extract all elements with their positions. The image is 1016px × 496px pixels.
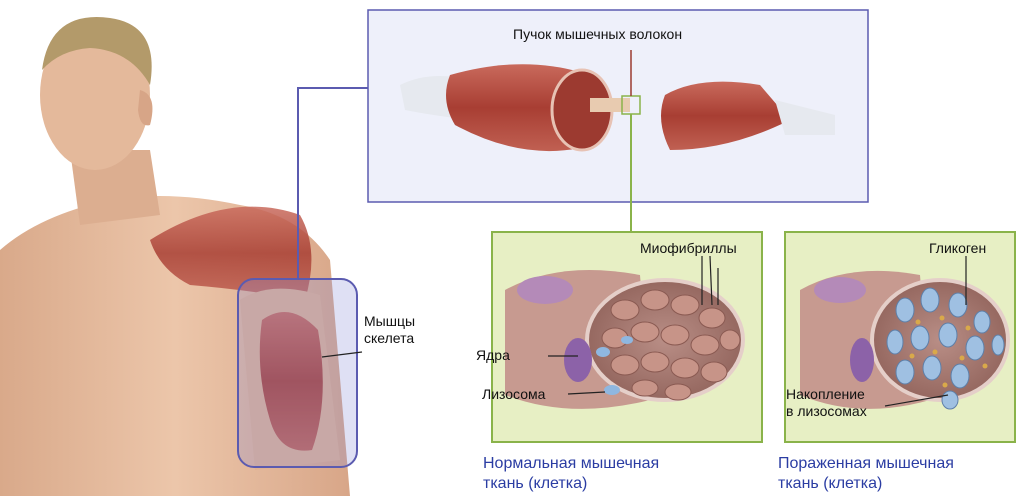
affected-caption-line1: Пораженная мышечная: [778, 454, 954, 474]
skeletal-muscle-label-line1: Мышцы: [364, 313, 415, 330]
affected-nucleus-top: [814, 277, 866, 303]
nucleus-side: [564, 338, 592, 382]
affected-nucleus-side: [850, 338, 874, 382]
accumulation-label-line2: в лизосомах: [786, 403, 867, 420]
skeletal-muscle-label-line2: скелета: [364, 330, 415, 347]
lysosome-label: Лизосома: [482, 386, 545, 403]
nucleus-top: [517, 276, 573, 304]
lysosome-2: [621, 336, 633, 344]
myofibrils-label: Миофибриллы: [640, 240, 737, 257]
affected-caption-line2: ткань (клетка): [778, 474, 954, 494]
glycogen-label: Гликоген: [929, 240, 986, 257]
arm-highlight-box: [238, 279, 357, 467]
nuclei-label: Ядра: [476, 347, 510, 364]
affected-tissue-caption: Пораженная мышечная ткань (клетка): [778, 454, 954, 494]
normal-tissue-caption: Нормальная мышечная ткань (клетка): [483, 454, 659, 494]
accumulation-label-line1: Накопление: [786, 386, 867, 403]
skeletal-muscle-label: Мышцы скелета: [364, 313, 415, 347]
lysosome-1: [596, 347, 610, 357]
fiber-extension: [590, 98, 630, 112]
normal-caption-line1: Нормальная мышечная: [483, 454, 659, 474]
normal-caption-line2: ткань (клетка): [483, 474, 659, 494]
fiber-bundle-label: Пучок мышечных волокон: [513, 26, 682, 43]
lysosome-3: [604, 385, 620, 395]
accumulation-label: Накопление в лизосомах: [786, 386, 867, 420]
